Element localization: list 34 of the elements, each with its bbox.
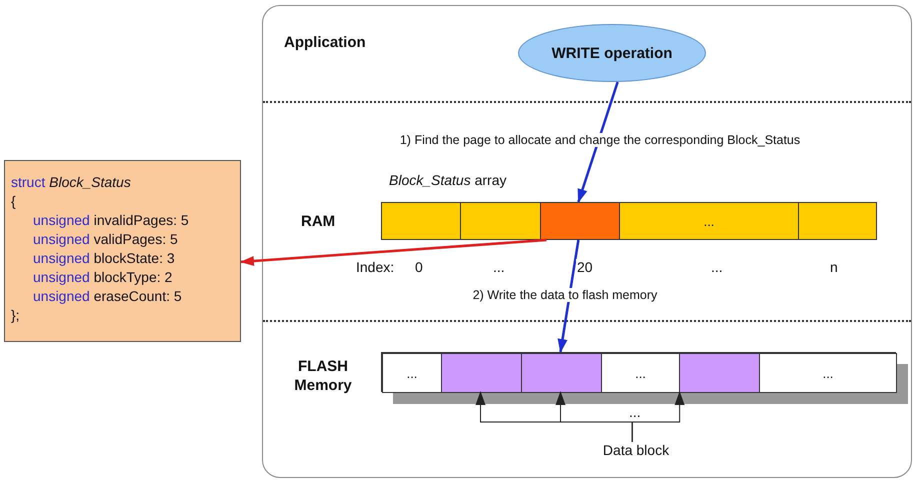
edge-label: 2) Write the data to flash memory xyxy=(472,288,658,302)
code-box xyxy=(4,160,241,342)
array-cell xyxy=(540,202,620,240)
array-cell xyxy=(460,202,541,240)
array-cell xyxy=(521,353,602,393)
operation-ellipse: WRITE operation xyxy=(518,24,706,82)
code-line: }; xyxy=(11,306,21,325)
axis-label: Index: xyxy=(355,259,396,275)
array-heading: Block_Status array xyxy=(389,172,507,188)
memory-array xyxy=(381,352,896,392)
index-label: 20 xyxy=(576,259,594,275)
arrow xyxy=(577,82,619,203)
code-line: struct Block_Status xyxy=(11,173,132,192)
code-line: unsigned blockType: 2 xyxy=(32,268,174,287)
array-cell: ... xyxy=(382,353,442,393)
code-line: unsigned eraseCount: 5 xyxy=(32,287,183,306)
array-cell: ... xyxy=(759,353,897,393)
arrow xyxy=(558,240,580,353)
arrow xyxy=(240,238,546,266)
array-cell xyxy=(381,202,461,240)
section-title: Application xyxy=(283,34,367,51)
code-line: unsigned invalidPages: 5 xyxy=(32,211,190,230)
array-cell: ... xyxy=(601,353,680,393)
array-cell xyxy=(679,353,760,393)
edge-label: 1) Find the page to allocate and change the corresponding Block_Status xyxy=(398,133,802,147)
array-cell xyxy=(798,202,877,240)
code-line: unsigned validPages: 5 xyxy=(32,230,179,249)
bracket-label: Data block xyxy=(598,442,674,462)
code-line: unsigned blockState: 3 xyxy=(32,249,176,268)
bracket-arrow xyxy=(632,391,685,442)
index-label: 0 xyxy=(414,259,424,275)
array-cell: ... xyxy=(619,202,799,240)
array-cell xyxy=(441,353,522,393)
code-line: { xyxy=(11,192,17,211)
